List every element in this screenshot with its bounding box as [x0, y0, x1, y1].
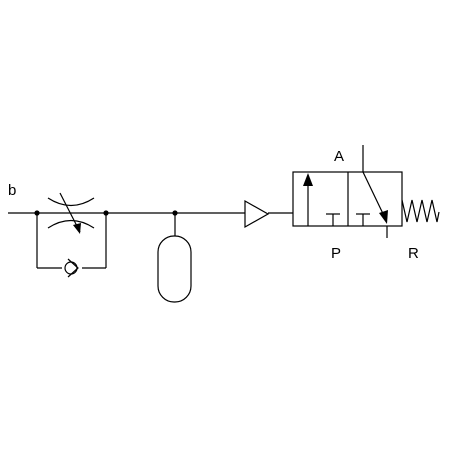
throttle-check-valve — [34, 192, 109, 278]
junction-dot — [34, 210, 40, 216]
label-port-r: R — [408, 245, 419, 262]
junction-dot — [103, 210, 109, 216]
directional-valve — [292, 145, 440, 238]
label-port-a: A — [334, 148, 344, 165]
signal-amplifier — [244, 199, 270, 229]
label-port-p: P — [331, 245, 341, 262]
return-spring-icon — [401, 199, 440, 223]
label-b: b — [8, 182, 16, 199]
air-reservoir — [157, 210, 192, 303]
